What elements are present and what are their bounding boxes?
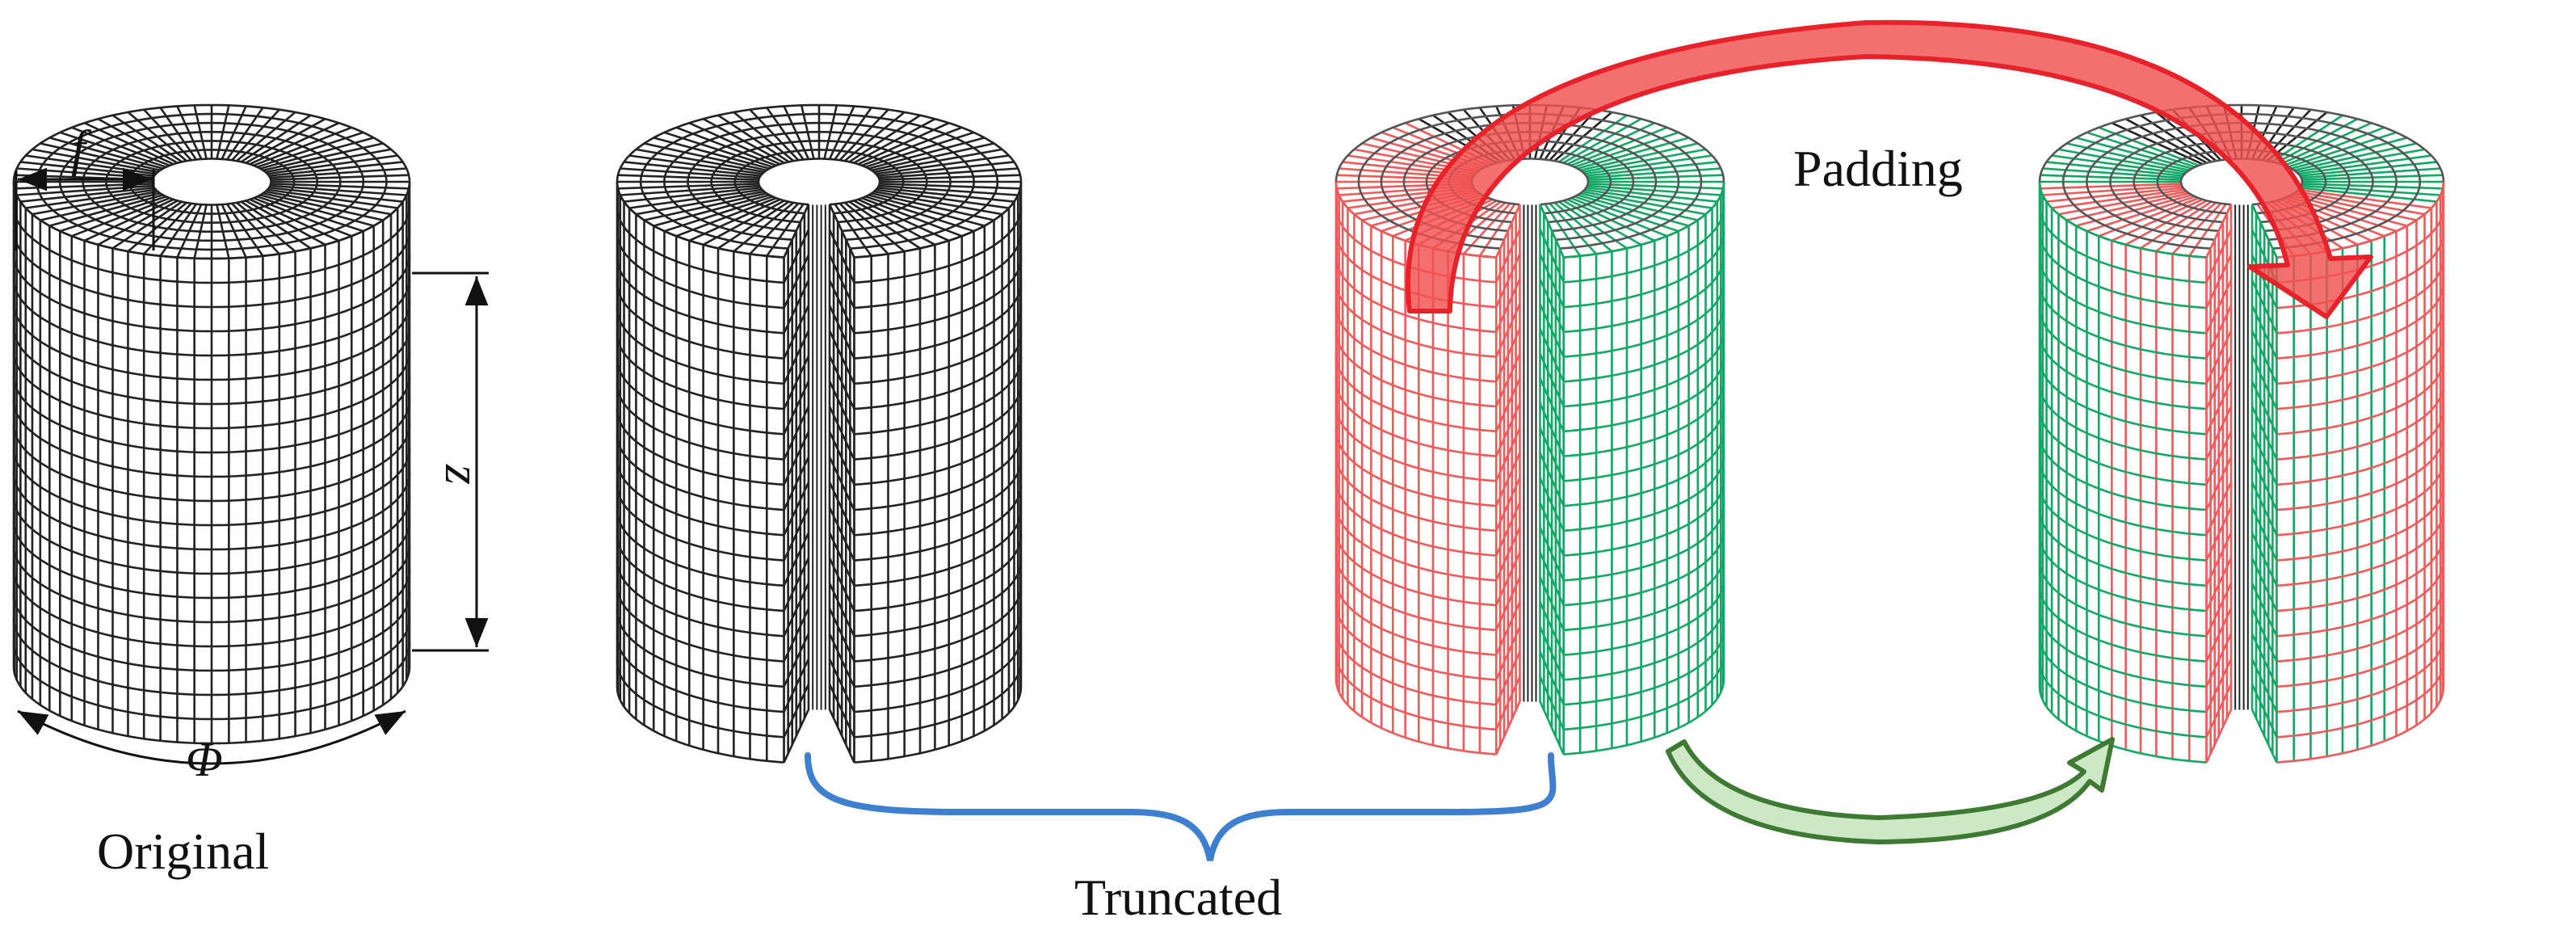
dimension-z: z bbox=[412, 271, 492, 652]
label-original: Original bbox=[97, 823, 269, 880]
truncated-brace bbox=[805, 752, 1557, 861]
cylinder-padded bbox=[2038, 103, 2445, 764]
cylinder-truncated bbox=[616, 103, 1023, 764]
dim-label-phi: Φ bbox=[186, 733, 223, 786]
dim-label-z: z bbox=[435, 464, 492, 485]
label-padding: Padding bbox=[1793, 140, 1963, 197]
green-arrow bbox=[1666, 737, 2115, 844]
red-padding-arrow bbox=[1406, 19, 2373, 319]
label-truncated: Truncated bbox=[1074, 869, 1282, 926]
dimension-phi: Φ bbox=[17, 709, 406, 786]
cylinder-original bbox=[12, 103, 411, 745]
cylinder-split bbox=[1334, 103, 1725, 755]
